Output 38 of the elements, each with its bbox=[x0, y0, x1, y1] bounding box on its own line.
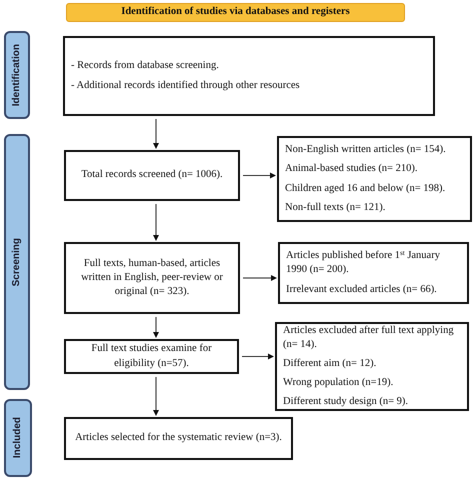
box-text: Articles selected for the systematic review (n=3). bbox=[75, 431, 282, 446]
arrow bbox=[153, 118, 159, 149]
process-box bbox=[275, 322, 469, 411]
stage-tab bbox=[4, 31, 30, 119]
box-text: Articles excluded after full text applying (n= 14). bbox=[283, 324, 455, 352]
arrow bbox=[242, 354, 274, 360]
title-banner: Identification of studies via databases and registers bbox=[66, 3, 405, 22]
stage-label: Included bbox=[13, 417, 23, 459]
box-text: Different study design (n= 9). bbox=[283, 395, 408, 410]
box-text: Non-full texts (n= 121). bbox=[285, 200, 386, 215]
box-text: Different aim (n= 12). bbox=[283, 356, 376, 371]
box-text: Wrong population (n=19). bbox=[283, 376, 394, 390]
arrow bbox=[153, 204, 159, 241]
arrow bbox=[153, 376, 159, 416]
arrow bbox=[153, 316, 159, 338]
stage-tab bbox=[4, 399, 32, 477]
box-text: Non-English written articles (n= 154). bbox=[285, 143, 446, 158]
box-text: Children aged 16 and below (n= 198). bbox=[285, 182, 446, 196]
process-box bbox=[64, 417, 293, 460]
stage-label: Identification bbox=[12, 44, 22, 106]
process-box bbox=[63, 36, 435, 116]
box-text: Full text studies examine for eligibility (n=57). bbox=[90, 342, 213, 370]
arrow bbox=[242, 172, 276, 178]
process-box bbox=[278, 242, 469, 304]
stage-label: Screening bbox=[12, 238, 22, 286]
process-box bbox=[277, 136, 472, 222]
process-box bbox=[64, 242, 240, 314]
box-text: Articles published before 1$^{st}$ January 1990 (n= 200). bbox=[286, 249, 441, 278]
process-box bbox=[64, 339, 239, 374]
process-box bbox=[64, 150, 240, 201]
arrow bbox=[242, 275, 277, 281]
box-text: Animal-based studies (n= 210). bbox=[285, 162, 418, 176]
box-text: - Records from database screening. bbox=[71, 59, 219, 74]
box-text: - Additional records identified through other resources bbox=[71, 78, 300, 92]
box-text: Total records screened (n= 1006). bbox=[81, 168, 223, 182]
box-text: Full texts, human-based, articles written in English, peer-review or original (n= 323). bbox=[80, 256, 224, 300]
stage-tab bbox=[4, 134, 30, 390]
box-text: Irrelevant excluded articles (n= 66). bbox=[286, 282, 437, 297]
